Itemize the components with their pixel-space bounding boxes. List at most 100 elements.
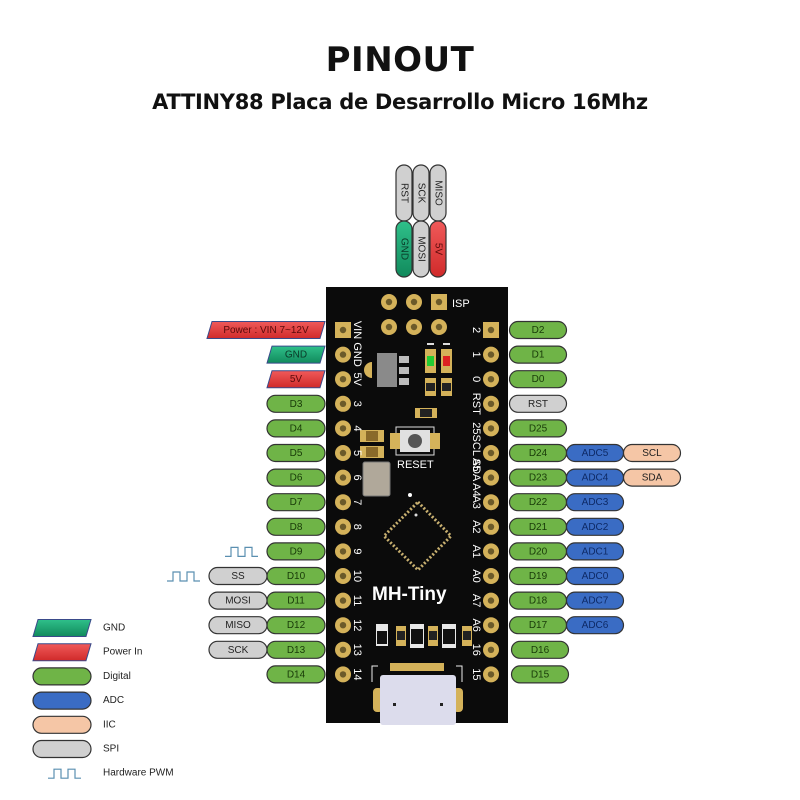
left-pin-label-text: SS bbox=[231, 571, 245, 582]
left-pad-hole bbox=[339, 646, 347, 653]
legend-swatch-shape bbox=[32, 619, 92, 637]
right-silk-label: A7 bbox=[470, 594, 482, 607]
right-silk-label: 15 bbox=[470, 668, 482, 680]
left-pad-hole bbox=[339, 326, 347, 334]
left-pin-row: D4 bbox=[266, 419, 326, 438]
right-pin-label: ADC6 bbox=[565, 616, 625, 635]
isp-pad-hole bbox=[435, 323, 443, 331]
micro-usb-port[interactable] bbox=[371, 663, 463, 725]
status-led bbox=[441, 343, 452, 373]
right-pin-label: SDA bbox=[622, 468, 682, 487]
right-pin-label-text: D1 bbox=[532, 350, 545, 361]
left-pin-label-shape bbox=[266, 468, 326, 487]
legend-swatch bbox=[32, 643, 92, 662]
legend-swatch bbox=[32, 691, 92, 710]
left-pad-hole bbox=[339, 449, 347, 457]
left-pin-label: D6 bbox=[266, 468, 326, 487]
right-pin-label-text: D22 bbox=[529, 497, 548, 508]
legend-label: Hardware PWM bbox=[103, 768, 174, 779]
crystal bbox=[362, 461, 391, 497]
pwm-legend-icon bbox=[48, 768, 81, 779]
right-silk-label: A2 bbox=[470, 520, 482, 533]
right-silk-label: 16 bbox=[470, 644, 482, 656]
reset-silk-label: RESET bbox=[397, 459, 434, 471]
right-pin-label-text: D0 bbox=[532, 374, 545, 385]
isp-pad-hole bbox=[410, 323, 418, 331]
left-pin-label-text: D6 bbox=[290, 473, 303, 484]
left-pad-hole bbox=[339, 474, 347, 481]
right-silk-label: A0 bbox=[470, 569, 482, 582]
right-pin-label-shape bbox=[508, 345, 568, 364]
pwm-icon bbox=[225, 546, 258, 557]
left-silk-label: 12 bbox=[351, 619, 363, 631]
legend-label: IIC bbox=[103, 719, 116, 730]
right-pin-label: D16 bbox=[510, 640, 570, 659]
right-pin-label-shape bbox=[508, 370, 568, 389]
right-pad-hole bbox=[487, 449, 495, 457]
reset-button[interactable] bbox=[390, 426, 440, 456]
right-pin-label: D23 bbox=[508, 468, 568, 487]
right-pin-label-text: D25 bbox=[529, 423, 548, 434]
left-pad-hole bbox=[339, 572, 347, 580]
right-pin-label-text: ADC1 bbox=[582, 546, 609, 557]
left-pin-label-shape bbox=[266, 517, 326, 536]
right-pad-hole bbox=[487, 326, 495, 334]
right-pin-row: RST bbox=[508, 394, 568, 413]
legend-swatch-shape bbox=[32, 667, 92, 686]
left-pin-label: D8 bbox=[266, 517, 326, 536]
left-pin-label: GND bbox=[266, 345, 326, 364]
left-pin-row: D5 bbox=[266, 443, 326, 463]
right-pin-row: D16 bbox=[510, 640, 570, 659]
right-pin-label-shape bbox=[508, 394, 568, 413]
legend-item: IIC bbox=[32, 715, 116, 734]
left-pin-label: D14 bbox=[266, 665, 326, 684]
right-pin-label-shape bbox=[622, 468, 682, 487]
left-pin-label-text: D10 bbox=[287, 571, 306, 582]
right-pin-label: ADC1 bbox=[565, 542, 625, 561]
legend-swatch bbox=[32, 667, 92, 686]
right-pin-label: ADC0 bbox=[565, 566, 625, 586]
left-pin-label: SS bbox=[208, 566, 268, 586]
isp-pin-label-shape bbox=[429, 220, 447, 278]
right-pin-row: D0 bbox=[508, 370, 568, 389]
isp-pad-hole bbox=[385, 323, 393, 331]
right-pin-label-text: D16 bbox=[531, 645, 550, 656]
legend-item: SPI bbox=[32, 739, 119, 759]
left-silk-label: 11 bbox=[351, 595, 363, 606]
left-pin-label-shape bbox=[266, 493, 326, 512]
left-pin-label: Power : VIN 7~12V bbox=[206, 321, 326, 339]
left-pin-label-text: D7 bbox=[290, 497, 303, 508]
right-pad-hole bbox=[487, 523, 495, 530]
left-pin-label: D10 bbox=[266, 566, 326, 586]
right-pin-label-text: D21 bbox=[529, 522, 548, 533]
right-pin-label: D15 bbox=[510, 665, 570, 684]
left-pin-label-text: D3 bbox=[290, 399, 303, 410]
right-pin-label-shape bbox=[622, 443, 682, 463]
right-pin-row: D19 ADC0 bbox=[508, 566, 625, 586]
right-pin-label-text: D19 bbox=[529, 571, 548, 582]
left-pin-label-shape bbox=[266, 370, 326, 389]
right-pad-hole bbox=[487, 572, 495, 580]
left-pin-label-shape bbox=[208, 640, 268, 659]
legend-label: ADC bbox=[103, 695, 124, 706]
right-pad-hole bbox=[487, 548, 495, 555]
left-pin-label: MISO bbox=[208, 616, 268, 635]
legend-swatch bbox=[32, 619, 92, 637]
right-pad-hole bbox=[487, 671, 495, 678]
legend-label: Digital bbox=[103, 671, 131, 682]
isp-pin-label-text: MOSI bbox=[416, 236, 427, 262]
isp-pin-label: RST bbox=[395, 164, 413, 222]
left-silk-label: 8 bbox=[351, 524, 363, 530]
right-pin-row: D1 bbox=[508, 345, 568, 364]
left-silk-label: 4 bbox=[351, 425, 363, 431]
right-pad-hole bbox=[487, 622, 495, 629]
right-pin-label-text: D18 bbox=[529, 596, 548, 607]
left-pin-label-shape bbox=[266, 665, 326, 684]
right-pin-label: D17 bbox=[508, 616, 568, 635]
isp-silk-label: ISP bbox=[452, 298, 470, 310]
isp-pin-label-text: SCK bbox=[416, 183, 427, 204]
left-pin-label: D9 bbox=[266, 542, 326, 561]
